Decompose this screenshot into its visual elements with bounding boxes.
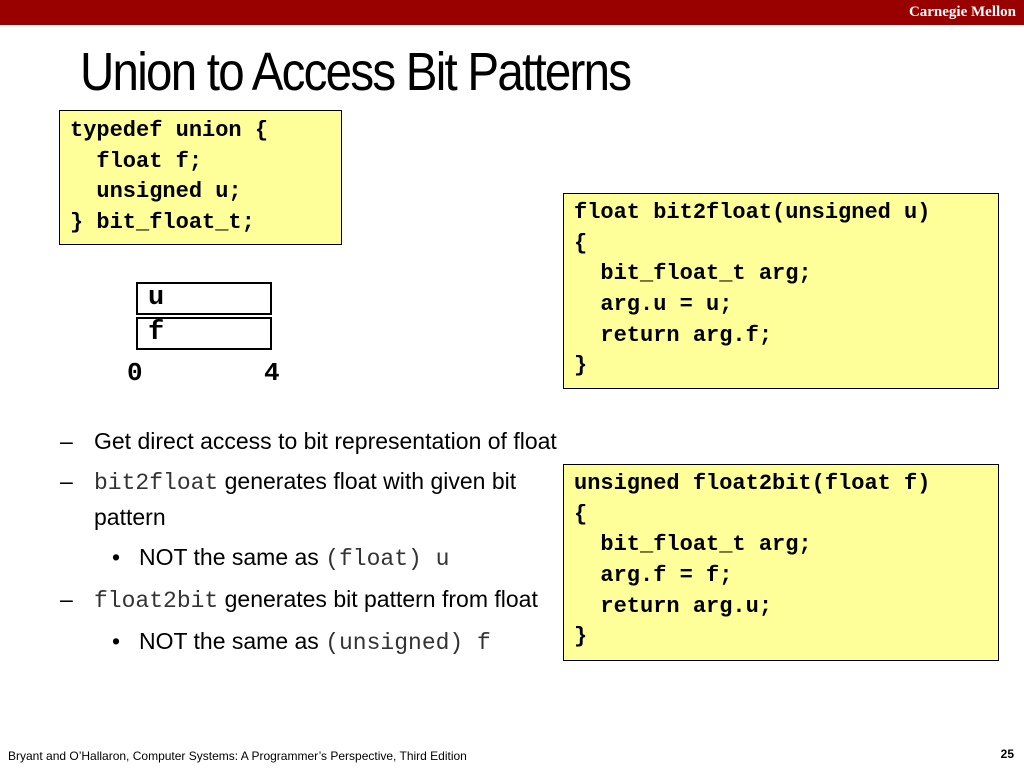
bit2float-code-block: float bit2float(unsigned u) { bit_float_…: [563, 193, 999, 389]
offset-end-label: 4: [264, 358, 280, 388]
code-line: bit_float_t arg;: [574, 532, 812, 558]
inline-code: (float) u: [325, 546, 450, 572]
sub-bullet-item: • NOT the same as (float) u: [60, 540, 560, 576]
bullet-text: NOT the same as: [139, 544, 326, 570]
bullet-text: NOT the same as: [139, 628, 326, 654]
dash-marker: –: [60, 586, 73, 612]
bullet-text: Get direct access to bit representation …: [94, 428, 557, 454]
code-line: }: [574, 353, 588, 379]
code-line: unsigned float2bit(float f): [574, 471, 931, 496]
inline-code: bit2float: [94, 470, 219, 496]
bullet-item: – bit2float generates float with given b…: [60, 464, 560, 534]
code-line: return arg.u;: [574, 593, 773, 619]
dash-marker: –: [60, 468, 73, 494]
code-line: }: [574, 624, 588, 650]
bullet-text: generates bit pattern from float: [218, 586, 538, 612]
code-line: arg.f = f;: [574, 563, 733, 589]
typedef-code-block: typedef union { float f; unsigned u; } b…: [59, 110, 342, 245]
code-line: {: [574, 230, 588, 256]
sub-bullet-item: • NOT the same as (unsigned) f: [60, 624, 560, 660]
bullet-item: – float2bit generates bit pattern from f…: [60, 582, 560, 618]
dot-marker: •: [112, 544, 121, 570]
inline-code: (unsigned) f: [325, 630, 491, 656]
float2bit-code-block: unsigned float2bit(float f) { bit_float_…: [563, 464, 999, 661]
code-line: unsigned u;: [70, 179, 242, 205]
union-field-f: f: [136, 317, 272, 350]
bullet-item: – Get direct access to bit representatio…: [60, 424, 560, 458]
offset-start-label: 0: [127, 358, 143, 388]
dash-marker: –: [60, 428, 73, 454]
slide-title: Union to Access Bit Patterns: [80, 42, 632, 102]
dot-marker: •: [112, 628, 121, 654]
code-line: float bit2float(unsigned u): [574, 200, 931, 225]
code-line: typedef union {: [70, 118, 269, 143]
brand-label: Carnegie Mellon: [908, 4, 1016, 20]
union-field-u: u: [136, 282, 272, 315]
code-line: bit_float_t arg;: [574, 261, 812, 287]
code-line: float f;: [70, 148, 203, 174]
code-line: {: [574, 501, 588, 527]
bullet-list: – Get direct access to bit representatio…: [60, 424, 560, 666]
code-line: } bit_float_t;: [70, 210, 255, 236]
code-line: arg.u = u;: [574, 292, 733, 318]
footer-citation: Bryant and O’Hallaron, Computer Systems:…: [8, 749, 467, 763]
inline-code: float2bit: [94, 588, 219, 614]
bullet-text: generates float with given bit pattern: [94, 468, 517, 530]
code-line: return arg.f;: [574, 322, 773, 348]
top-bar: Carnegie Mellon: [0, 0, 1024, 25]
page-number: 25: [1000, 747, 1014, 761]
